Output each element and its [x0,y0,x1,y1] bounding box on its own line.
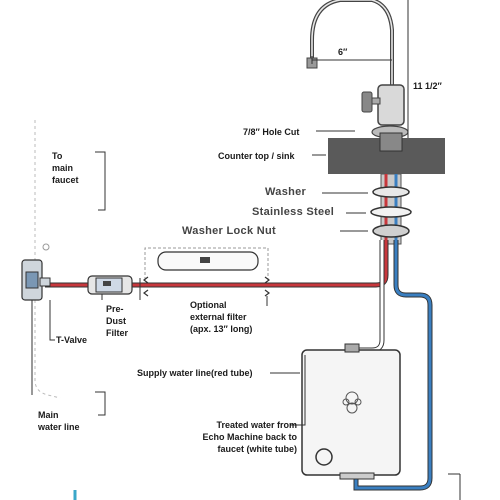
treated-tube [350,240,385,353]
cabinet-outline [34,120,61,399]
faucet-body [377,84,405,126]
label-pre-dust-filter: Pre- Dust Filter [106,304,129,338]
label-washer: Washer [265,186,307,198]
label-optional-filter: Optional external filter (apx. 13″ long) [190,300,253,334]
valve-knob [42,243,50,251]
faucet-handle [361,91,373,113]
label-to-main-faucet: To main faucet [52,151,79,185]
label-t-valve: T-Valve [56,335,88,345]
stainless-steel-washer [370,206,412,218]
label-stainless-steel: Stainless Steel [252,206,335,218]
label-treated-water: Treated water from Echo Machine back to … [202,420,297,454]
optional-filter-bracket [144,247,269,280]
label-six-inch: 6″ [338,47,348,57]
label-hole-cut: 7/8″ Hole Cut [243,127,300,137]
machine-dial [315,448,333,466]
label-washer-lock-nut: Washer Lock Nut [182,225,276,237]
label-counter-top: Counter top / sink [218,151,295,161]
label-supply-line: Supply water line(red tube) [137,368,253,378]
machine-logo [345,391,359,405]
label-eleven-half: 11 1/2″ [413,81,442,91]
washer [372,186,410,198]
washer-lock-nut [372,224,410,238]
label-main-water-line: Main water line [38,410,80,432]
